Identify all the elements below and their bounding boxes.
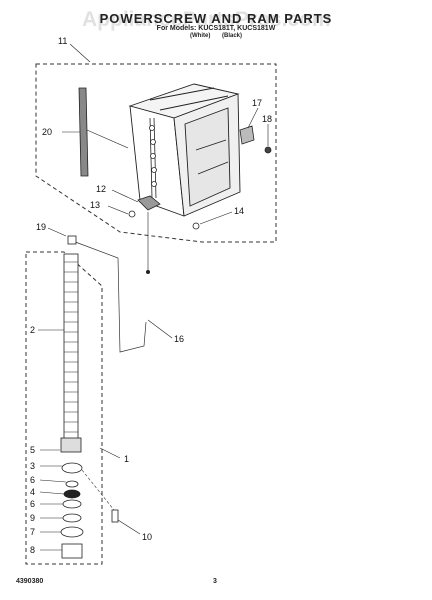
callout-17: 17 — [252, 98, 262, 108]
callout-12: 12 — [96, 184, 106, 194]
watermark: AppliancePartsPros.com — [82, 8, 331, 31]
callout-5: 5 — [30, 445, 35, 455]
callout-10: 10 — [142, 532, 152, 542]
model-line: For Models: KUCS181T, KUCS181W — [156, 25, 276, 32]
callout-6a: 6 — [30, 475, 35, 485]
page-title: POWERSCREW AND RAM PARTS — [99, 11, 333, 26]
callout-18: 18 — [262, 114, 272, 124]
part-13-screw — [128, 210, 136, 218]
part-20-strip — [78, 87, 89, 177]
callout-6b: 6 — [30, 499, 35, 509]
callout-labels: 11 20 17 18 12 13 14 19 2 16 5 1 3 6 4 6… — [30, 36, 272, 555]
powerscrew-assembly — [60, 235, 119, 559]
callout-11: 11 — [58, 36, 67, 46]
color-line: (White) (Black) — [190, 33, 242, 39]
lower-boundary — [25, 251, 103, 565]
callout-1: 1 — [124, 454, 129, 464]
callout-20: 20 — [42, 127, 52, 137]
part-14-screw — [192, 222, 200, 230]
upper-boundary — [35, 63, 277, 243]
ram-housing — [128, 83, 241, 217]
callout-2: 2 — [30, 325, 35, 335]
part-18-screw — [264, 146, 272, 154]
inner-shaft — [149, 117, 157, 199]
page-number: 3 — [213, 578, 217, 585]
leader-lines — [38, 43, 269, 551]
callout-9: 9 — [30, 513, 35, 523]
callout-4: 4 — [30, 487, 35, 497]
callout-3: 3 — [30, 461, 35, 471]
screw-threads — [64, 261, 78, 433]
callout-19: 19 — [36, 222, 46, 232]
callout-14: 14 — [234, 206, 244, 216]
callout-16: 16 — [174, 334, 184, 344]
doc-number: 4390380 — [16, 578, 44, 585]
part-12-bracket — [137, 195, 161, 211]
callout-7: 7 — [30, 527, 35, 537]
part-17-bracket — [239, 125, 255, 145]
callout-8: 8 — [30, 545, 35, 555]
part-16-wire — [69, 239, 147, 353]
callout-13: 13 — [90, 200, 100, 210]
